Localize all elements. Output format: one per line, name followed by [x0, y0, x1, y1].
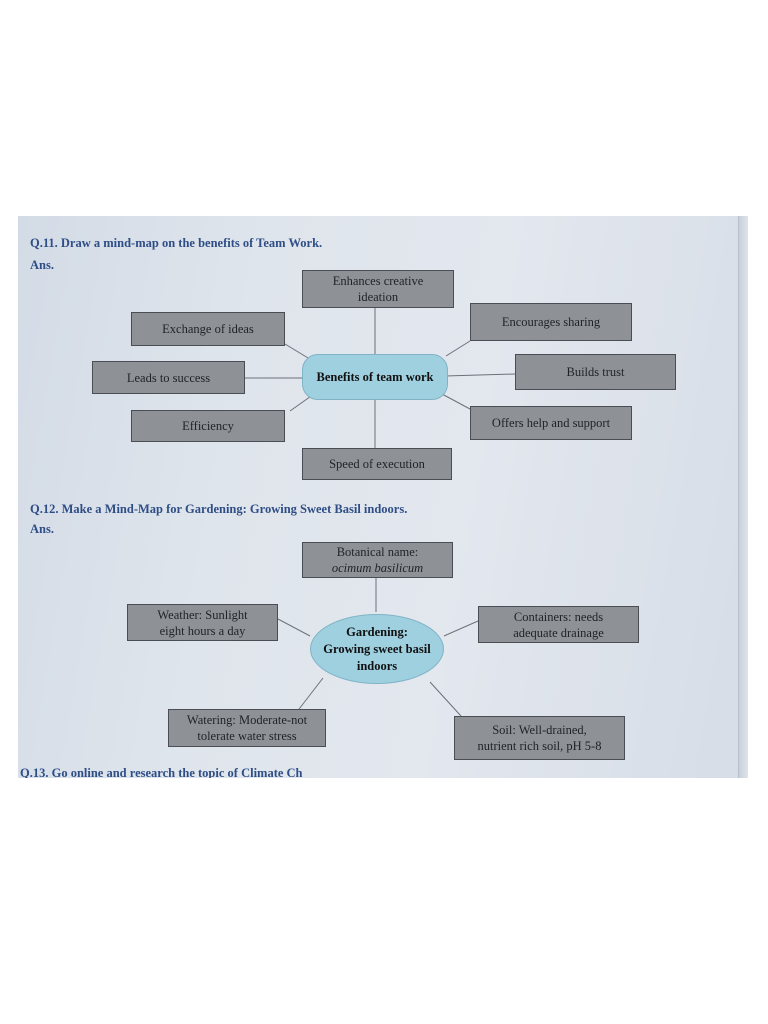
q12-ans-label: Ans.: [30, 522, 54, 536]
connector-upper-right: [445, 340, 471, 357]
page-edge: [738, 216, 748, 778]
node-efficiency: Efficiency: [131, 410, 285, 442]
node-text-line: ideation: [357, 290, 399, 304]
node-text-line: eight hours a day: [159, 623, 246, 638]
connector-q12-lower-right: [429, 681, 462, 717]
q13-partial-question: Q.13. Go online and research the topic o…: [20, 766, 303, 778]
node-weather: Weather: Sunlight eight hours a day: [127, 604, 278, 641]
node-leads-to-success: Leads to success: [92, 361, 245, 394]
q11-ans-label: Ans.: [30, 258, 54, 272]
node-builds-trust: Builds trust: [515, 354, 676, 390]
connector-lower-right: [441, 393, 471, 410]
q11-question: Q.11. Draw a mind-map on the benefits of…: [30, 236, 323, 250]
node-text-line: nutrient rich soil, pH 5-8: [477, 739, 602, 753]
connector-q12-lower-left: [295, 677, 324, 714]
node-botanical-name: Botanical name: ocimum basilicum: [302, 542, 453, 578]
node-enhances-creative-ideation: Enhances creative ideation: [302, 270, 454, 308]
hub-gardening-sweet-basil: Gardening: Growing sweet basil indoors: [310, 614, 444, 684]
node-text-line: Containers: needs: [513, 609, 604, 624]
q12-question: Q.12. Make a Mind-Map for Gardening: Gro…: [30, 502, 408, 516]
node-text-line: ocimum basilicum: [331, 561, 424, 575]
node-speed-of-execution: Speed of execution: [302, 448, 452, 480]
hub-text-line: Gardening:: [346, 624, 408, 639]
connector-right: [444, 373, 516, 377]
hub-benefits-of-team-work: Benefits of team work: [302, 354, 448, 400]
node-text-line: adequate drainage: [513, 625, 604, 640]
node-soil: Soil: Well-drained, nutrient rich soil, …: [454, 716, 625, 760]
node-text-line: Watering: Moderate-not: [186, 713, 308, 727]
node-text-line: Enhances creative: [332, 274, 424, 288]
textbook-photo: Q.11. Draw a mind-map on the benefits of…: [18, 216, 748, 778]
hub-text-line: Growing sweet basil: [323, 641, 431, 656]
node-text-line: Soil: Well-drained,: [492, 723, 587, 737]
hub-text-line: indoors: [356, 658, 398, 673]
node-containers: Containers: needs adequate drainage: [478, 606, 639, 643]
connector-q12-right: [443, 620, 479, 637]
node-text-line: tolerate water stress: [197, 729, 297, 743]
node-watering: Watering: Moderate-not tolerate water st…: [168, 709, 326, 747]
node-offers-help-and-support: Offers help and support: [470, 406, 632, 440]
connector-q12-left: [277, 618, 311, 637]
node-exchange-of-ideas: Exchange of ideas: [131, 312, 285, 346]
node-encourages-sharing: Encourages sharing: [470, 303, 632, 341]
node-text-line: Botanical name:: [336, 545, 419, 559]
node-text-line: Weather: Sunlight: [157, 607, 248, 622]
